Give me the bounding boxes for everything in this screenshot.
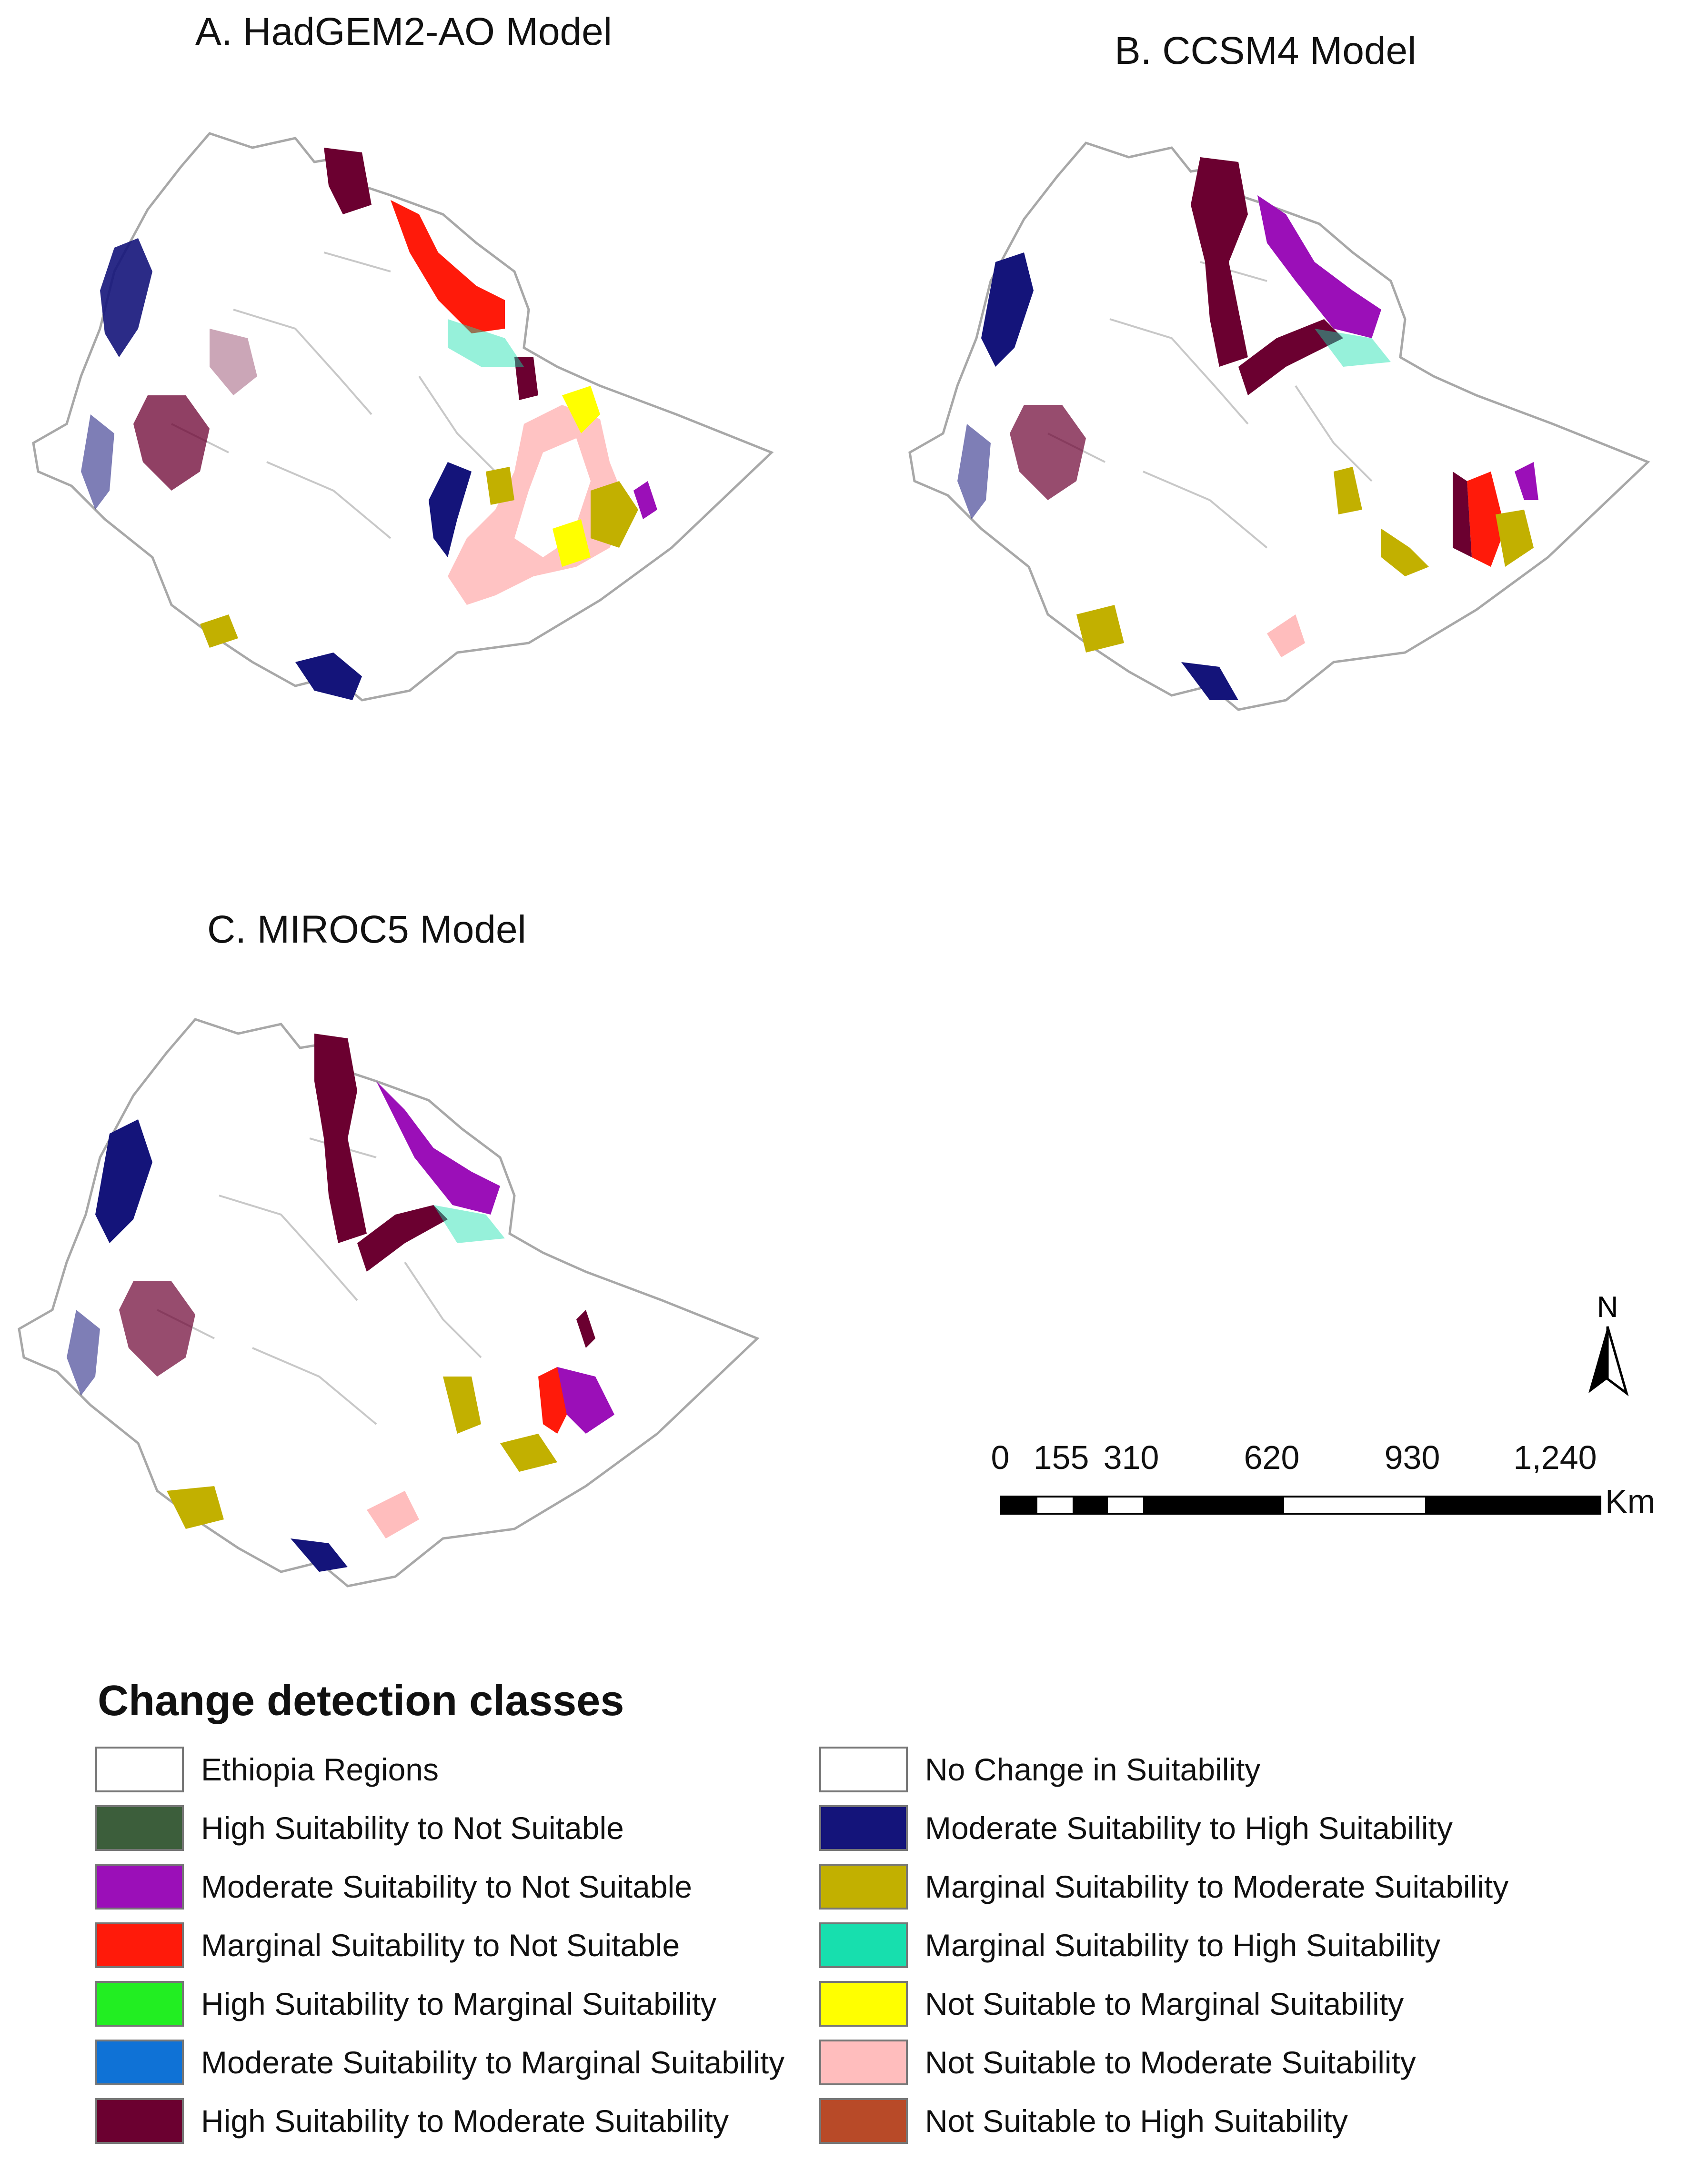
legend-label: High Suitability to Marginal Suitability	[201, 1986, 717, 2021]
legend-label: Not Suitable to Moderate Suitability	[925, 2045, 1416, 2080]
north-arrow-icon: N	[1588, 1291, 1629, 1397]
legend-item: No Change in Suitability	[819, 1746, 1260, 1793]
legend-swatch	[95, 1805, 184, 1851]
scale-unit-label: Km	[1605, 1483, 1655, 1520]
legend-item: High Suitability to Marginal Suitability	[95, 1980, 716, 2028]
legend-item: High Suitability to Not Suitable	[95, 1804, 624, 1852]
legend-item: Not Suitable to Marginal Suitability	[819, 1980, 1404, 2028]
legend-label: Moderate Suitability to High Suitability	[925, 1810, 1453, 1846]
legend-swatch	[819, 2040, 908, 2085]
legend-swatch	[819, 1981, 908, 2027]
legend-item: Marginal Suitability to Not Suitable	[95, 1921, 680, 1969]
scale-tick-label: 0	[991, 1439, 1010, 1476]
legend-swatch	[819, 1922, 908, 1968]
legend-label: High Suitability to Not Suitable	[201, 1810, 624, 1846]
legend-label: High Suitability to Moderate Suitability	[201, 2103, 729, 2139]
scale-tick-label: 1,240	[1513, 1439, 1597, 1476]
north-label: N	[1597, 1291, 1618, 1324]
legend-label: Marginal Suitability to Not Suitable	[201, 1928, 680, 1963]
legend-label: Not Suitable to High Suitability	[925, 2103, 1348, 2139]
legend-label: Not Suitable to Marginal Suitability	[925, 1986, 1404, 2021]
scale-bar-graphic	[1000, 1496, 1601, 1515]
legend-title: Change detection classes	[98, 1677, 624, 1725]
panel-c-title: C. MIROC5 Model	[207, 908, 526, 951]
legend-label: Moderate Suitability to Not Suitable	[201, 1869, 692, 1904]
legend-swatch	[95, 1747, 184, 1792]
legend-item: Ethiopia Regions	[95, 1746, 439, 1793]
legend-swatch	[819, 1747, 908, 1792]
legend-item: Not Suitable to Moderate Suitability	[819, 2039, 1416, 2086]
legend-item: Marginal Suitability to High Suitability	[819, 1921, 1440, 1969]
scale-tick-label: 310	[1103, 1439, 1159, 1476]
legend-swatch	[95, 1864, 184, 1910]
legend-swatch	[95, 2098, 184, 2144]
scale-tick-label: 155	[1033, 1439, 1089, 1476]
legend-swatch	[95, 2040, 184, 2085]
legend-swatch	[819, 1805, 908, 1851]
legend-item: Not Suitable to High Suitability	[819, 2097, 1348, 2145]
legend-swatch	[819, 1864, 908, 1910]
map-b-ccsm4	[908, 141, 1650, 711]
panel-b-title: B. CCSM4 Model	[1115, 29, 1417, 72]
legend-label: Ethiopia Regions	[201, 1752, 439, 1787]
scale-bar: 0 155 310 620 930 1,240 Km	[986, 1438, 1655, 1543]
legend-swatch	[819, 2098, 908, 2144]
map-a-hadgem2	[32, 132, 774, 702]
legend-label: Marginal Suitability to High Suitability	[925, 1928, 1441, 1963]
legend-swatch	[95, 1922, 184, 1968]
scale-tick-label: 930	[1384, 1439, 1440, 1476]
legend-label: Moderate Suitability to Marginal Suitabi…	[201, 2045, 785, 2080]
map-c-miroc5	[18, 1018, 760, 1588]
legend-item: Moderate Suitability to Not Suitable	[95, 1863, 692, 1910]
scale-tick-label: 620	[1244, 1439, 1300, 1476]
legend-item: Moderate Suitability to High Suitability	[819, 1804, 1453, 1852]
panel-a-title: A. HadGEM2-AO Model	[195, 10, 612, 53]
legend-label: Marginal Suitability to Moderate Suitabi…	[925, 1869, 1509, 1904]
legend-item: High Suitability to Moderate Suitability	[95, 2097, 729, 2145]
legend-item: Moderate Suitability to Marginal Suitabi…	[95, 2039, 784, 2086]
legend-label: No Change in Suitability	[925, 1752, 1261, 1787]
legend-swatch	[95, 1981, 184, 2027]
legend-item: Marginal Suitability to Moderate Suitabi…	[819, 1863, 1508, 1910]
